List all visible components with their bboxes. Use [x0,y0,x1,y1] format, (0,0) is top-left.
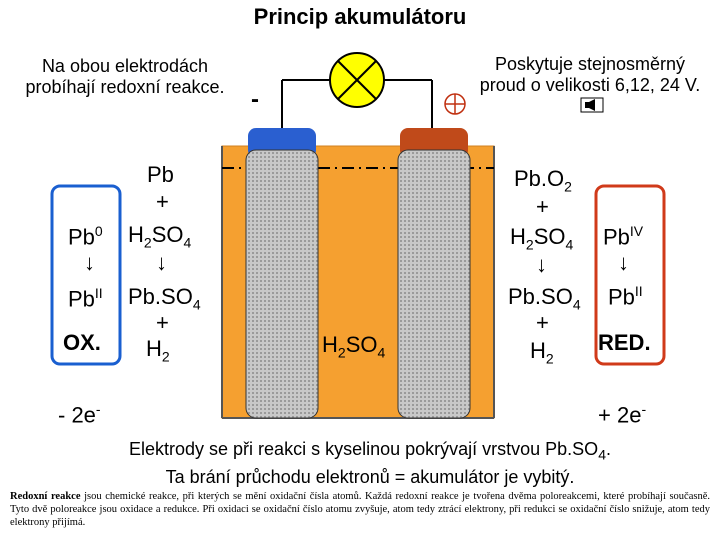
cathode-plate [397,149,471,419]
bottom-note: Elektrody se při reakci s kyselinou pokr… [60,438,680,488]
right-pbiv: PbIV [603,223,644,250]
oxidation-label: OX. [63,330,101,355]
bottom-note-line-1: Elektrody se při reakci s kyselinou pokr… [129,439,611,463]
left-pb0: Pb0 [68,223,103,250]
left-note: Na obou elektrodách probíhají redoxní re… [25,56,225,97]
left-electrons: - 2e- [58,401,101,428]
reduction-label: RED. [598,330,651,355]
right-note: Poskytuje stejnosměrný proud o velikosti… [470,54,710,118]
left-arrow-oxidation: ↓ [84,250,95,275]
left-plus-2: + [156,310,169,335]
left-plus-1: + [156,189,169,214]
left-h2: H2 [146,336,170,365]
right-pbo2: Pb.O2 [514,166,572,195]
minus-terminal-label: - [251,86,259,113]
bulb-icon [329,52,385,108]
right-note-text: Poskytuje stejnosměrný proud o velikosti… [479,54,701,95]
oxidation-box [50,184,122,366]
left-arrow-sulfate: ↓ [156,250,167,275]
definition-text: jsou chemické reakce, při kterých se měn… [10,491,710,528]
left-h2so4: H2SO4 [128,222,192,251]
right-plus-2: + [536,310,549,335]
right-h2: H2 [530,338,554,367]
reduction-box [594,184,666,366]
bottom-note-line-2: Ta brání průchodu elektronů = akumulátor… [165,466,575,487]
right-pbso4: Pb.SO4 [508,284,581,313]
left-pb: Pb [147,162,174,187]
center-h2so4: H2SO4 [322,332,386,361]
right-plus-1: + [536,194,549,219]
right-arrow-reduction: ↓ [618,250,629,275]
right-h2so4: H2SO4 [510,224,574,253]
left-pbii: PbII [68,285,103,312]
diagram-title: Princip akumulátoru [253,4,467,29]
right-electrons: + 2e- [598,401,647,428]
right-pbii: PbII [608,283,643,310]
left-pbso4: Pb.SO4 [128,284,201,313]
speaker-icon [580,97,604,118]
definition-paragraph: Redoxní reakce jsou chemické reakce, při… [10,490,710,529]
definition-term: Redoxní reakce [10,491,81,502]
anode-plate [245,149,319,419]
right-arrow-sulfate: ↓ [536,252,547,277]
